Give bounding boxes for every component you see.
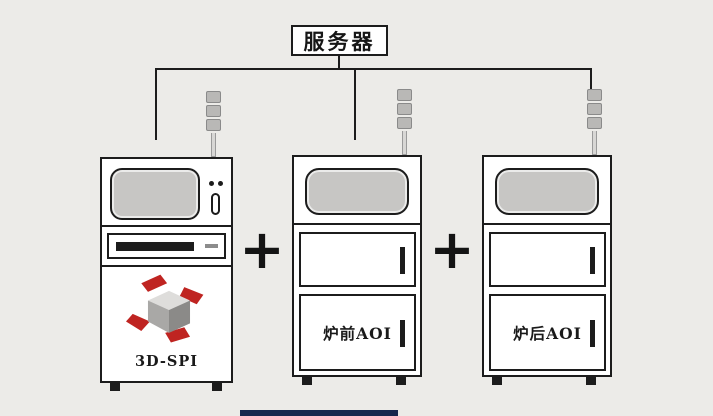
connector-drop-right [590,70,592,91]
tower-segment [397,117,412,129]
cabinet-foot [586,377,596,385]
tower-segment [206,105,221,117]
machine-3d-spi: 3D-SPI [100,157,233,393]
lower-panel: 炉后AOI [489,294,606,371]
exploded-box-icon [126,274,204,343]
tower-pole [402,131,407,155]
tower-segment [397,89,412,101]
cabinet-foot [212,383,222,391]
signal-tower-icon [206,91,221,157]
lower-panel: 炉前AOI [299,294,416,371]
tray-slot [116,242,194,251]
panel-slot [590,320,595,347]
machine-label: 炉前AOI [323,323,392,343]
tower-segment [206,91,221,103]
machine-post-reflow-aoi: 炉后AOI [482,155,612,387]
tower-segment [206,119,221,131]
tower-segment [397,103,412,115]
tower-pole [211,133,216,157]
server-node: 服务器 [291,25,388,56]
tower-segment [587,103,602,115]
panel-divider [102,265,231,267]
panel-slot [590,247,595,274]
machine-screen [110,168,200,220]
cabinet: 炉前AOI [292,155,422,377]
server-label: 服务器 [303,28,376,54]
machine-label: 炉后AOI [513,323,582,343]
machine-screen [305,168,409,215]
handle [211,193,220,215]
connector-bus [155,68,592,70]
panel-divider [294,223,420,225]
cabinet-foot [302,377,312,385]
indicator-dot [209,181,214,186]
keyboard-tray [107,233,226,259]
machine-screen [495,168,599,215]
connector-stem [338,56,340,69]
vent-mark [205,244,218,248]
tower-segment [587,117,602,129]
cabinet-foot [396,377,406,385]
machine-pre-reflow-aoi: 炉前AOI [292,155,422,387]
signal-tower-icon [397,89,412,155]
connector-drop-middle [354,70,356,140]
machine-label: 3D-SPI [134,353,199,370]
panel-divider [102,225,231,227]
upper-panel [489,232,606,287]
bottom-strip [240,410,398,416]
cabinet-foot [492,377,502,385]
panel-slot [400,320,405,347]
tower-segment [587,89,602,101]
panel-slot [400,247,405,274]
upper-panel [299,232,416,287]
cabinet-foot [110,383,120,391]
plus-separator: + [429,218,475,281]
indicator-dot [218,181,223,186]
cabinet: 3D-SPI [100,157,233,383]
tower-pole [592,131,597,155]
plus-separator: + [239,218,285,281]
panel-divider [484,223,610,225]
signal-tower-icon [587,89,602,155]
cabinet: 炉后AOI [482,155,612,377]
connector-drop-left [155,70,157,140]
